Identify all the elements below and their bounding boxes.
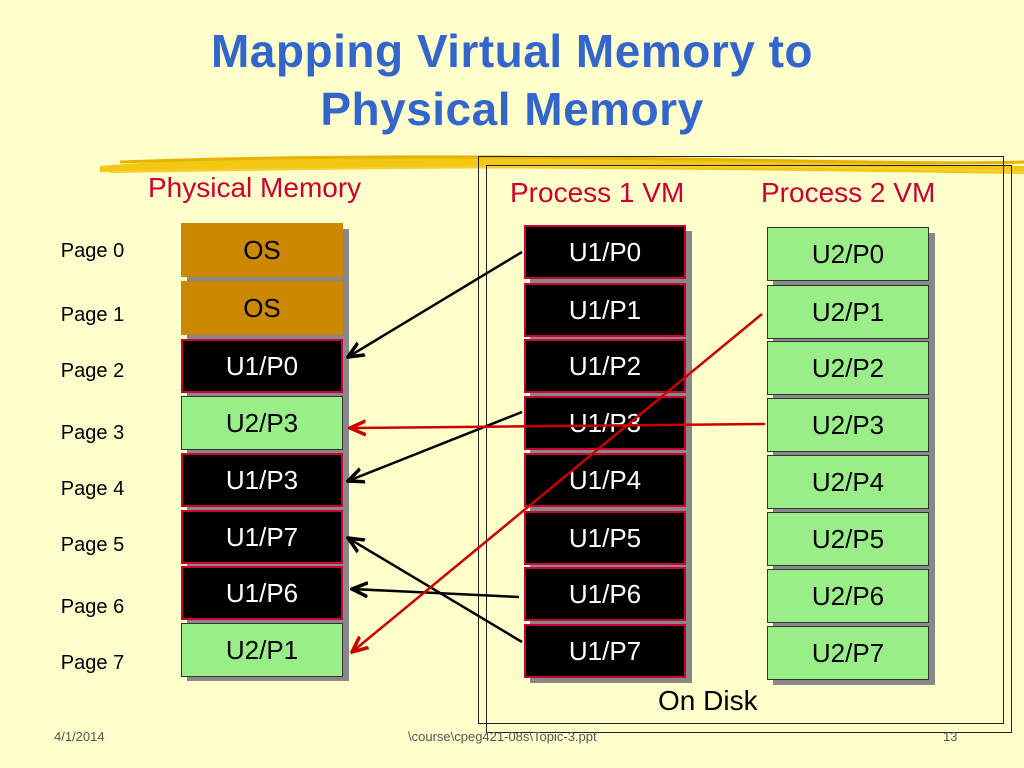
arrow-u1p0-to-page2 xyxy=(348,250,523,357)
footer-page-number: 13 xyxy=(943,729,958,744)
process1-page-6-block: U1/P6 xyxy=(524,567,686,621)
page-label: Page 7 xyxy=(60,652,125,674)
title-line-2: Physical Memory xyxy=(320,83,704,135)
process1-page-3-block: U1/P3 xyxy=(524,396,686,450)
arrow-u1p7-to-page5 xyxy=(348,538,523,644)
vm-frame-outer xyxy=(478,156,1004,724)
process1-page-1-block: U1/P1 xyxy=(524,283,686,337)
arrow-u1p6-to-page6 xyxy=(352,589,520,597)
page-label: Page 3 xyxy=(60,422,125,444)
page-label: Page 5 xyxy=(60,534,125,556)
process1-page-4-block: U1/P4 xyxy=(524,453,686,507)
slide-title: Mapping Virtual Memory to Physical Memor… xyxy=(0,22,1024,138)
vm-frame-inner xyxy=(486,165,1012,733)
process2-page-4-block: U2/P4 xyxy=(767,455,929,509)
arrow-u2p1-to-page7 xyxy=(352,313,763,652)
process2-page-7-block: U2/P7 xyxy=(767,626,929,680)
page-label: Page 0 xyxy=(60,240,125,262)
process2-page-2-block: U2/P2 xyxy=(767,341,929,395)
page-label: Page 2 xyxy=(60,360,125,382)
physical-page-6-block: U1/P6 xyxy=(181,566,343,620)
process1-page-5-block: U1/P5 xyxy=(524,511,686,565)
arrow-u2p3-to-page3 xyxy=(350,424,766,428)
process1-page-2-block: U1/P2 xyxy=(524,339,686,393)
process2-page-3-block: U2/P3 xyxy=(767,398,929,452)
process2-page-1-block: U2/P1 xyxy=(767,285,929,339)
arrow-u1p3-to-page4 xyxy=(348,410,523,481)
heading-physical-memory: Physical Memory xyxy=(148,172,362,203)
heading-process1-vm: Process 1 VM xyxy=(510,177,685,208)
process1-page-7-block: U1/P7 xyxy=(524,624,686,678)
on-disk-label: On Disk xyxy=(658,685,758,716)
page-label: Page 1 xyxy=(60,304,125,326)
process2-page-0-block: U2/P0 xyxy=(767,227,929,281)
page-label: Page 6 xyxy=(60,596,125,618)
footer-file-path: \course\cpeg421-08s\Topic-3.ppt xyxy=(408,729,597,744)
footer-date: 4/1/2014 xyxy=(54,729,105,744)
physical-page-3-block: U2/P3 xyxy=(181,396,343,450)
physical-page-2-block: U1/P0 xyxy=(181,339,343,393)
physical-page-5-block: U1/P7 xyxy=(181,510,343,564)
process2-page-6-block: U2/P6 xyxy=(767,569,929,623)
process2-page-5-block: U2/P5 xyxy=(767,512,929,566)
physical-page-0-block: OS xyxy=(181,223,343,277)
physical-page-4-block: U1/P3 xyxy=(181,453,343,507)
physical-page-1-block: OS xyxy=(181,281,343,335)
title-line-1: Mapping Virtual Memory to xyxy=(210,25,814,77)
physical-page-7-block: U2/P1 xyxy=(181,623,343,677)
heading-process2-vm: Process 2 VM xyxy=(761,177,936,208)
page-label: Page 4 xyxy=(60,478,125,500)
process1-page-0-block: U1/P0 xyxy=(524,225,686,279)
